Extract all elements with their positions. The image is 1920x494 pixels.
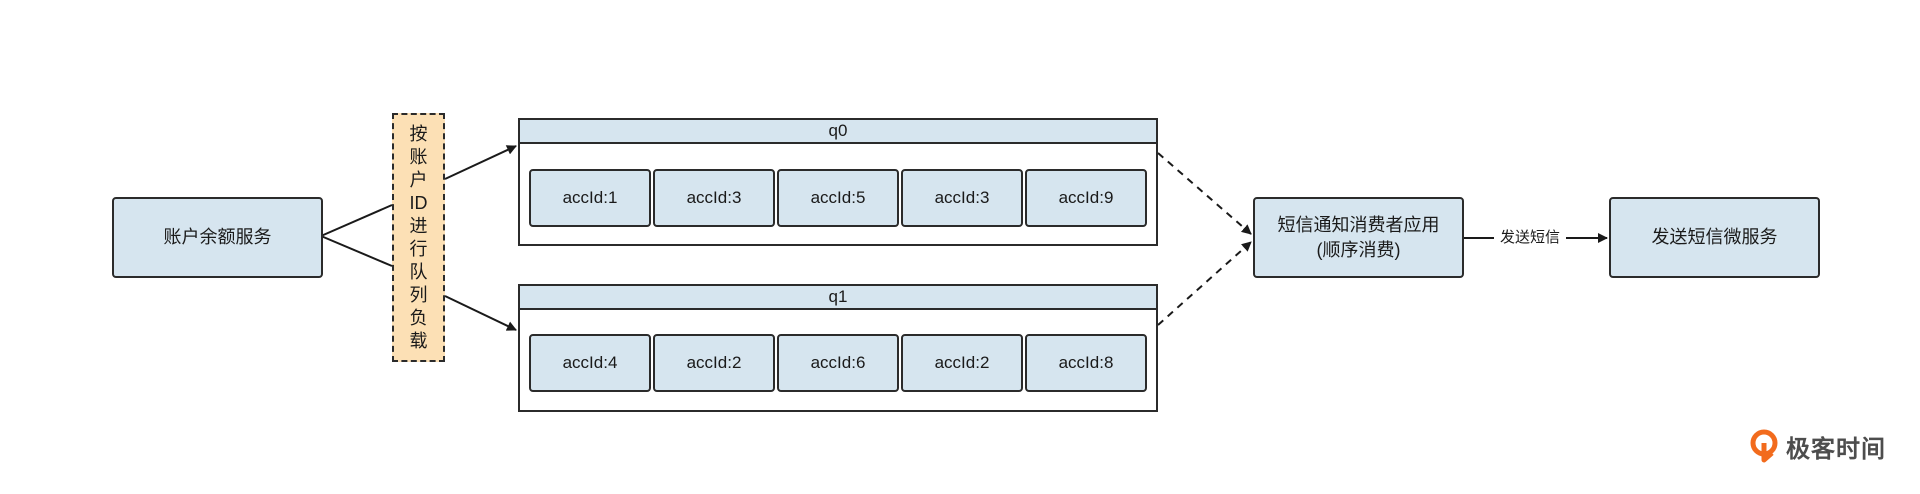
- message-label: accId:3: [686, 188, 742, 207]
- message-label: accId:6: [810, 353, 866, 372]
- message-label: accId:4: [562, 353, 618, 372]
- source-to-balancer-lower: [320, 235, 393, 267]
- message-box: accId:5: [777, 169, 899, 227]
- balancer-to-q0-arrow: [444, 145, 517, 180]
- message-label: accId:5: [810, 188, 866, 207]
- message-box: accId:2: [901, 334, 1023, 392]
- queue-q0-header: q0: [520, 120, 1156, 144]
- message-box: accId:9: [1025, 169, 1147, 227]
- load-balancer-label: 按账户ID进行队列负载: [409, 123, 428, 351]
- sms-consumer-app-node: 短信通知消费者应用 (顺序消费): [1253, 197, 1464, 278]
- send-sms-edge-label: 发送短信: [1494, 228, 1566, 248]
- message-box: accId:3: [653, 169, 775, 227]
- q1-to-consumer-dashed-arrow: [1157, 241, 1252, 326]
- queue-q0-messages: accId:1 accId:3 accId:5 accId:3 accId:9: [529, 169, 1147, 227]
- message-label: accId:3: [934, 188, 990, 207]
- message-box: accId:4: [529, 334, 651, 392]
- queue-q1-messages: accId:4 accId:2 accId:6 accId:2 accId:8: [529, 334, 1147, 392]
- message-box: accId:8: [1025, 334, 1147, 392]
- queue-q0-name: q0: [828, 121, 848, 140]
- geektime-logo-icon: [1750, 429, 1778, 463]
- message-label: accId:1: [562, 188, 618, 207]
- message-label: accId:8: [1058, 353, 1114, 372]
- queue-q1-header: q1: [520, 286, 1156, 310]
- message-box: accId:1: [529, 169, 651, 227]
- message-box: accId:2: [653, 334, 775, 392]
- sms-consumer-app-sublabel: (顺序消费): [1316, 239, 1401, 260]
- account-balance-service-label: 账户余额服务: [163, 227, 272, 248]
- account-balance-service-node: 账户余额服务: [112, 197, 323, 278]
- message-label: accId:2: [934, 353, 990, 372]
- q0-to-consumer-dashed-arrow: [1157, 152, 1252, 235]
- message-box: accId:3: [901, 169, 1023, 227]
- load-balancer-node: 按账户ID进行队列负载: [392, 113, 445, 362]
- message-box: accId:6: [777, 334, 899, 392]
- balancer-to-q1-arrow: [444, 295, 517, 331]
- queue-q1-name: q1: [828, 287, 848, 306]
- sms-consumer-app-label: 短信通知消费者应用: [1277, 215, 1440, 236]
- message-label: accId:9: [1058, 188, 1114, 207]
- sms-microservice-label: 发送短信微服务: [1651, 227, 1778, 248]
- queue-q0: q0 accId:1 accId:3 accId:5 accId:3 accId…: [518, 118, 1158, 246]
- geektime-logo: 极客时间: [1750, 428, 1886, 464]
- message-label: accId:2: [686, 353, 742, 372]
- sms-microservice-node: 发送短信微服务: [1609, 197, 1820, 278]
- geektime-logo-text: 极客时间: [1786, 435, 1886, 463]
- source-to-balancer-upper: [320, 204, 393, 237]
- queue-q1: q1 accId:4 accId:2 accId:6 accId:2 accId…: [518, 284, 1158, 412]
